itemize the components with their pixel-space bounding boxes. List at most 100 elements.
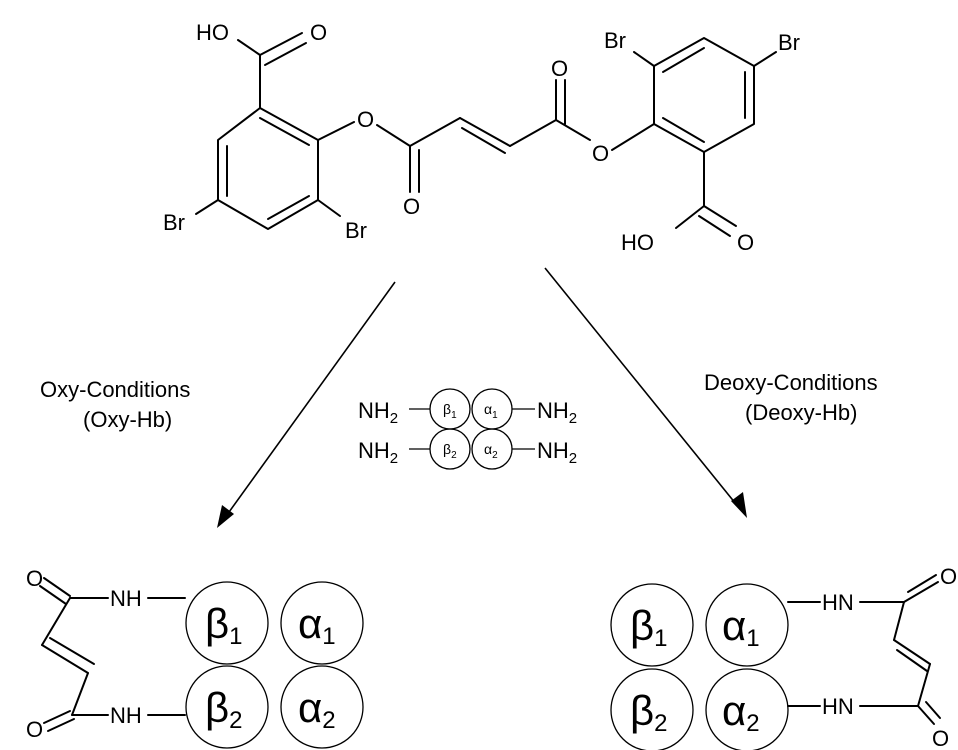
- bis-dibromosalicyl-fumarate-reagent: HO O O O O O Br Br HO: [163, 20, 800, 255]
- left-ester-bond: [317, 121, 355, 141]
- deoxy-carbonyl-double-bond: [903, 581, 939, 603]
- right-para-br-label: Br: [778, 30, 800, 55]
- oxy-conditions-line2: (Oxy-Hb): [83, 407, 172, 432]
- right-carboxyl-oh-bond: [675, 205, 705, 229]
- deoxy-alpha1-label: α1: [722, 602, 760, 652]
- reaction-arrows: [217, 267, 747, 528]
- deoxy-alpha1-subunit: [705, 583, 789, 667]
- oxy-arrow-head: [217, 505, 234, 528]
- oxy-carbonyl-bottom-o: O: [26, 717, 43, 742]
- deoxy-hn-top-label: HN: [822, 590, 854, 615]
- alpha2-small-label: α2: [484, 441, 498, 461]
- oxy-beta1-label: β1: [205, 600, 243, 650]
- left-ortho-br-label: Br: [345, 218, 367, 243]
- deoxy-carbonyl-double-bond: [907, 574, 937, 593]
- right-benzene-ring: [653, 37, 755, 153]
- oxy-carbonyl-double-bond: [43, 710, 71, 724]
- left-carboxyl-co-bond: [264, 42, 307, 66]
- oxy-arrow: [223, 281, 396, 520]
- nh2-label: NH2: [358, 438, 398, 467]
- left-carboxyl-co-bond: [259, 32, 303, 56]
- deoxy-backbone-double-bond: [896, 649, 928, 672]
- deoxy-alpha2-subunit: [705, 668, 789, 750]
- fumarate-bond: [409, 117, 461, 147]
- oxy-backbone-double-bond: [49, 637, 95, 665]
- left-benzene-ring: [217, 107, 319, 230]
- deoxy-carbonyl-top-o: O: [940, 564, 957, 589]
- deoxy-alpha2-label: α2: [722, 687, 760, 737]
- right-carboxyl-co-bond: [703, 205, 737, 227]
- deoxy-beta1-label: β1: [630, 602, 668, 652]
- deoxy-beta1-subunit: [610, 583, 694, 667]
- left-para-br-label: Br: [163, 210, 185, 235]
- oxy-backbone-double-bond: [41, 644, 89, 674]
- right-ring-double-bond: [662, 117, 705, 143]
- oxy-conditions-label: Oxy-Conditions (Oxy-Hb): [40, 377, 190, 432]
- right-carboxyl-co-bond: [698, 215, 731, 237]
- left-ortho-br-bond: [317, 199, 341, 217]
- oxy-conditions-line1: Oxy-Conditions: [40, 377, 190, 402]
- oxy-beta2-label: β2: [205, 684, 243, 734]
- deoxy-backbone-bond: [917, 663, 931, 707]
- nh2-label: NH2: [358, 398, 398, 427]
- oxy-alpha2-label: α2: [298, 684, 336, 734]
- nh2-label: NH2: [537, 398, 577, 427]
- right-ortho-br-label: Br: [604, 28, 626, 53]
- beta2-small-label: β2: [443, 441, 457, 461]
- deoxy-conditions-label: Deoxy-Conditions (Deoxy-Hb): [704, 370, 878, 425]
- left-carboxyl-oh-bond: [237, 39, 261, 56]
- deoxy-beta2-label: β2: [630, 687, 668, 737]
- left-acid-ho-label: HO: [196, 20, 229, 45]
- oxy-nh-top-label: NH: [110, 586, 142, 611]
- left-carbonyl-o-label: O: [403, 194, 420, 219]
- right-ring-double-bond: [662, 47, 705, 73]
- deoxy-conditions-line1: Deoxy-Conditions: [704, 370, 878, 395]
- right-para-br-bond: [753, 51, 777, 67]
- left-acid-o-label: O: [310, 20, 327, 45]
- right-acid-o-label: O: [737, 230, 754, 255]
- deoxy-backbone-double-bond: [893, 639, 931, 665]
- deoxy-carbonyl-bottom-o: O: [932, 726, 949, 750]
- fumarate-bond: [509, 119, 557, 147]
- left-ester-bond: [376, 124, 411, 147]
- right-ester-bond: [611, 123, 655, 151]
- deoxy-conditions-line2: (Deoxy-Hb): [745, 400, 857, 425]
- fumarate-double-bond: [459, 117, 511, 147]
- deoxy-arrow-head: [731, 492, 747, 518]
- oxy-alpha1-subunit: [280, 581, 364, 665]
- oxy-alpha2-subunit: [280, 665, 364, 749]
- left-ester-o-label: O: [357, 107, 374, 132]
- right-carbonyl-o-label: O: [551, 56, 568, 81]
- left-ring-double-bond: [267, 195, 310, 220]
- right-ortho-br-bond: [633, 51, 655, 67]
- deoxy-arrow: [544, 267, 741, 510]
- fumarate-double-bond: [461, 127, 506, 154]
- oxy-crosslinked-product: O NH O NH β1 α1 β2 α2: [26, 566, 364, 749]
- deoxy-beta2-subunit: [610, 668, 694, 750]
- right-ester-bond: [555, 119, 591, 141]
- oxy-nh-bottom-label: NH: [110, 703, 142, 728]
- left-ring-double-bond: [259, 117, 310, 146]
- oxy-beta1-subunit: [185, 581, 269, 665]
- right-ester-o-label: O: [592, 141, 609, 166]
- alpha1-small-label: α1: [484, 401, 498, 421]
- left-para-br-bond: [195, 199, 219, 215]
- right-acid-ho-label: HO: [621, 230, 654, 255]
- deoxy-carbonyl-double-bond: [925, 701, 941, 719]
- oxy-carbonyl-top-o: O: [26, 566, 43, 591]
- oxy-carbonyl-double-bond: [43, 577, 71, 597]
- deoxy-carbonyl-double-bond: [917, 705, 935, 725]
- deoxy-hn-bottom-label: HN: [822, 694, 854, 719]
- beta2-subunit-small: [429, 428, 471, 470]
- oxy-backbone-bond: [71, 672, 89, 716]
- oxy-carbonyl-double-bond: [39, 585, 67, 605]
- oxy-beta2-subunit: [185, 665, 269, 749]
- oxy-carbonyl-double-bond: [47, 718, 75, 732]
- hemoglobin-tetramer: NH2 β1 α1 NH2 NH2 β2 α2 NH2: [358, 388, 577, 470]
- deoxy-backbone-bond: [893, 601, 905, 641]
- deoxy-crosslinked-product: β1 α1 β2 α2 HN O HN O: [610, 564, 957, 750]
- nh2-label: NH2: [537, 438, 577, 467]
- beta1-small-label: β1: [443, 401, 457, 421]
- oxy-alpha1-label: α1: [298, 600, 336, 650]
